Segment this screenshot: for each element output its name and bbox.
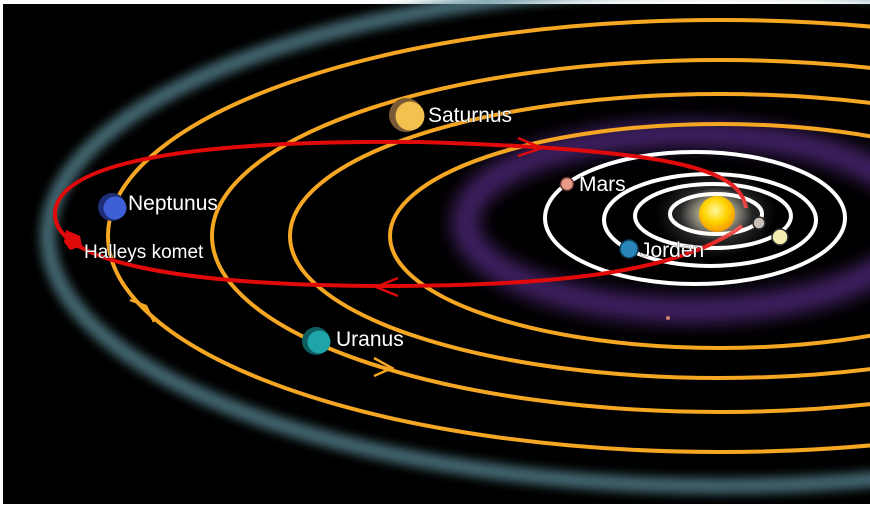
saturn-orbit: [288, 92, 870, 380]
neptune-label: Neptunus: [128, 192, 218, 215]
asteroid-belt: [452, 121, 870, 323]
mars-orbit: [543, 150, 847, 286]
neptune: [98, 193, 127, 221]
uranus-orbit: [210, 58, 870, 414]
uranus-label: Uranus: [336, 328, 404, 351]
comet-orbit-arrow: [372, 276, 399, 298]
earth: [619, 239, 639, 259]
jupiter-orbit: [388, 122, 870, 350]
earth-label: Jorden: [640, 239, 704, 262]
halley-comet-marker: [64, 230, 82, 250]
mercury: [752, 216, 766, 230]
halley-label: Halleys komet: [84, 242, 204, 263]
kuiper-belt: [40, 0, 870, 494]
saturn-label: Saturnus: [428, 104, 512, 127]
distant-body: [666, 316, 670, 320]
mars-label: Mars: [579, 173, 626, 196]
neptune-orbit: [106, 18, 870, 454]
venus: [771, 228, 789, 246]
uranus: [302, 327, 331, 355]
comet-orbit-arrow: [517, 136, 546, 158]
halley-comet-orbit: [52, 139, 748, 289]
orbit-arrow: [129, 298, 156, 323]
outer-orbit-arrows: [129, 298, 395, 378]
saturn: [389, 98, 425, 132]
outer-orbits: [106, 18, 870, 454]
orbit-arrow: [373, 356, 395, 378]
mars: [559, 176, 575, 192]
sun: [699, 196, 735, 232]
